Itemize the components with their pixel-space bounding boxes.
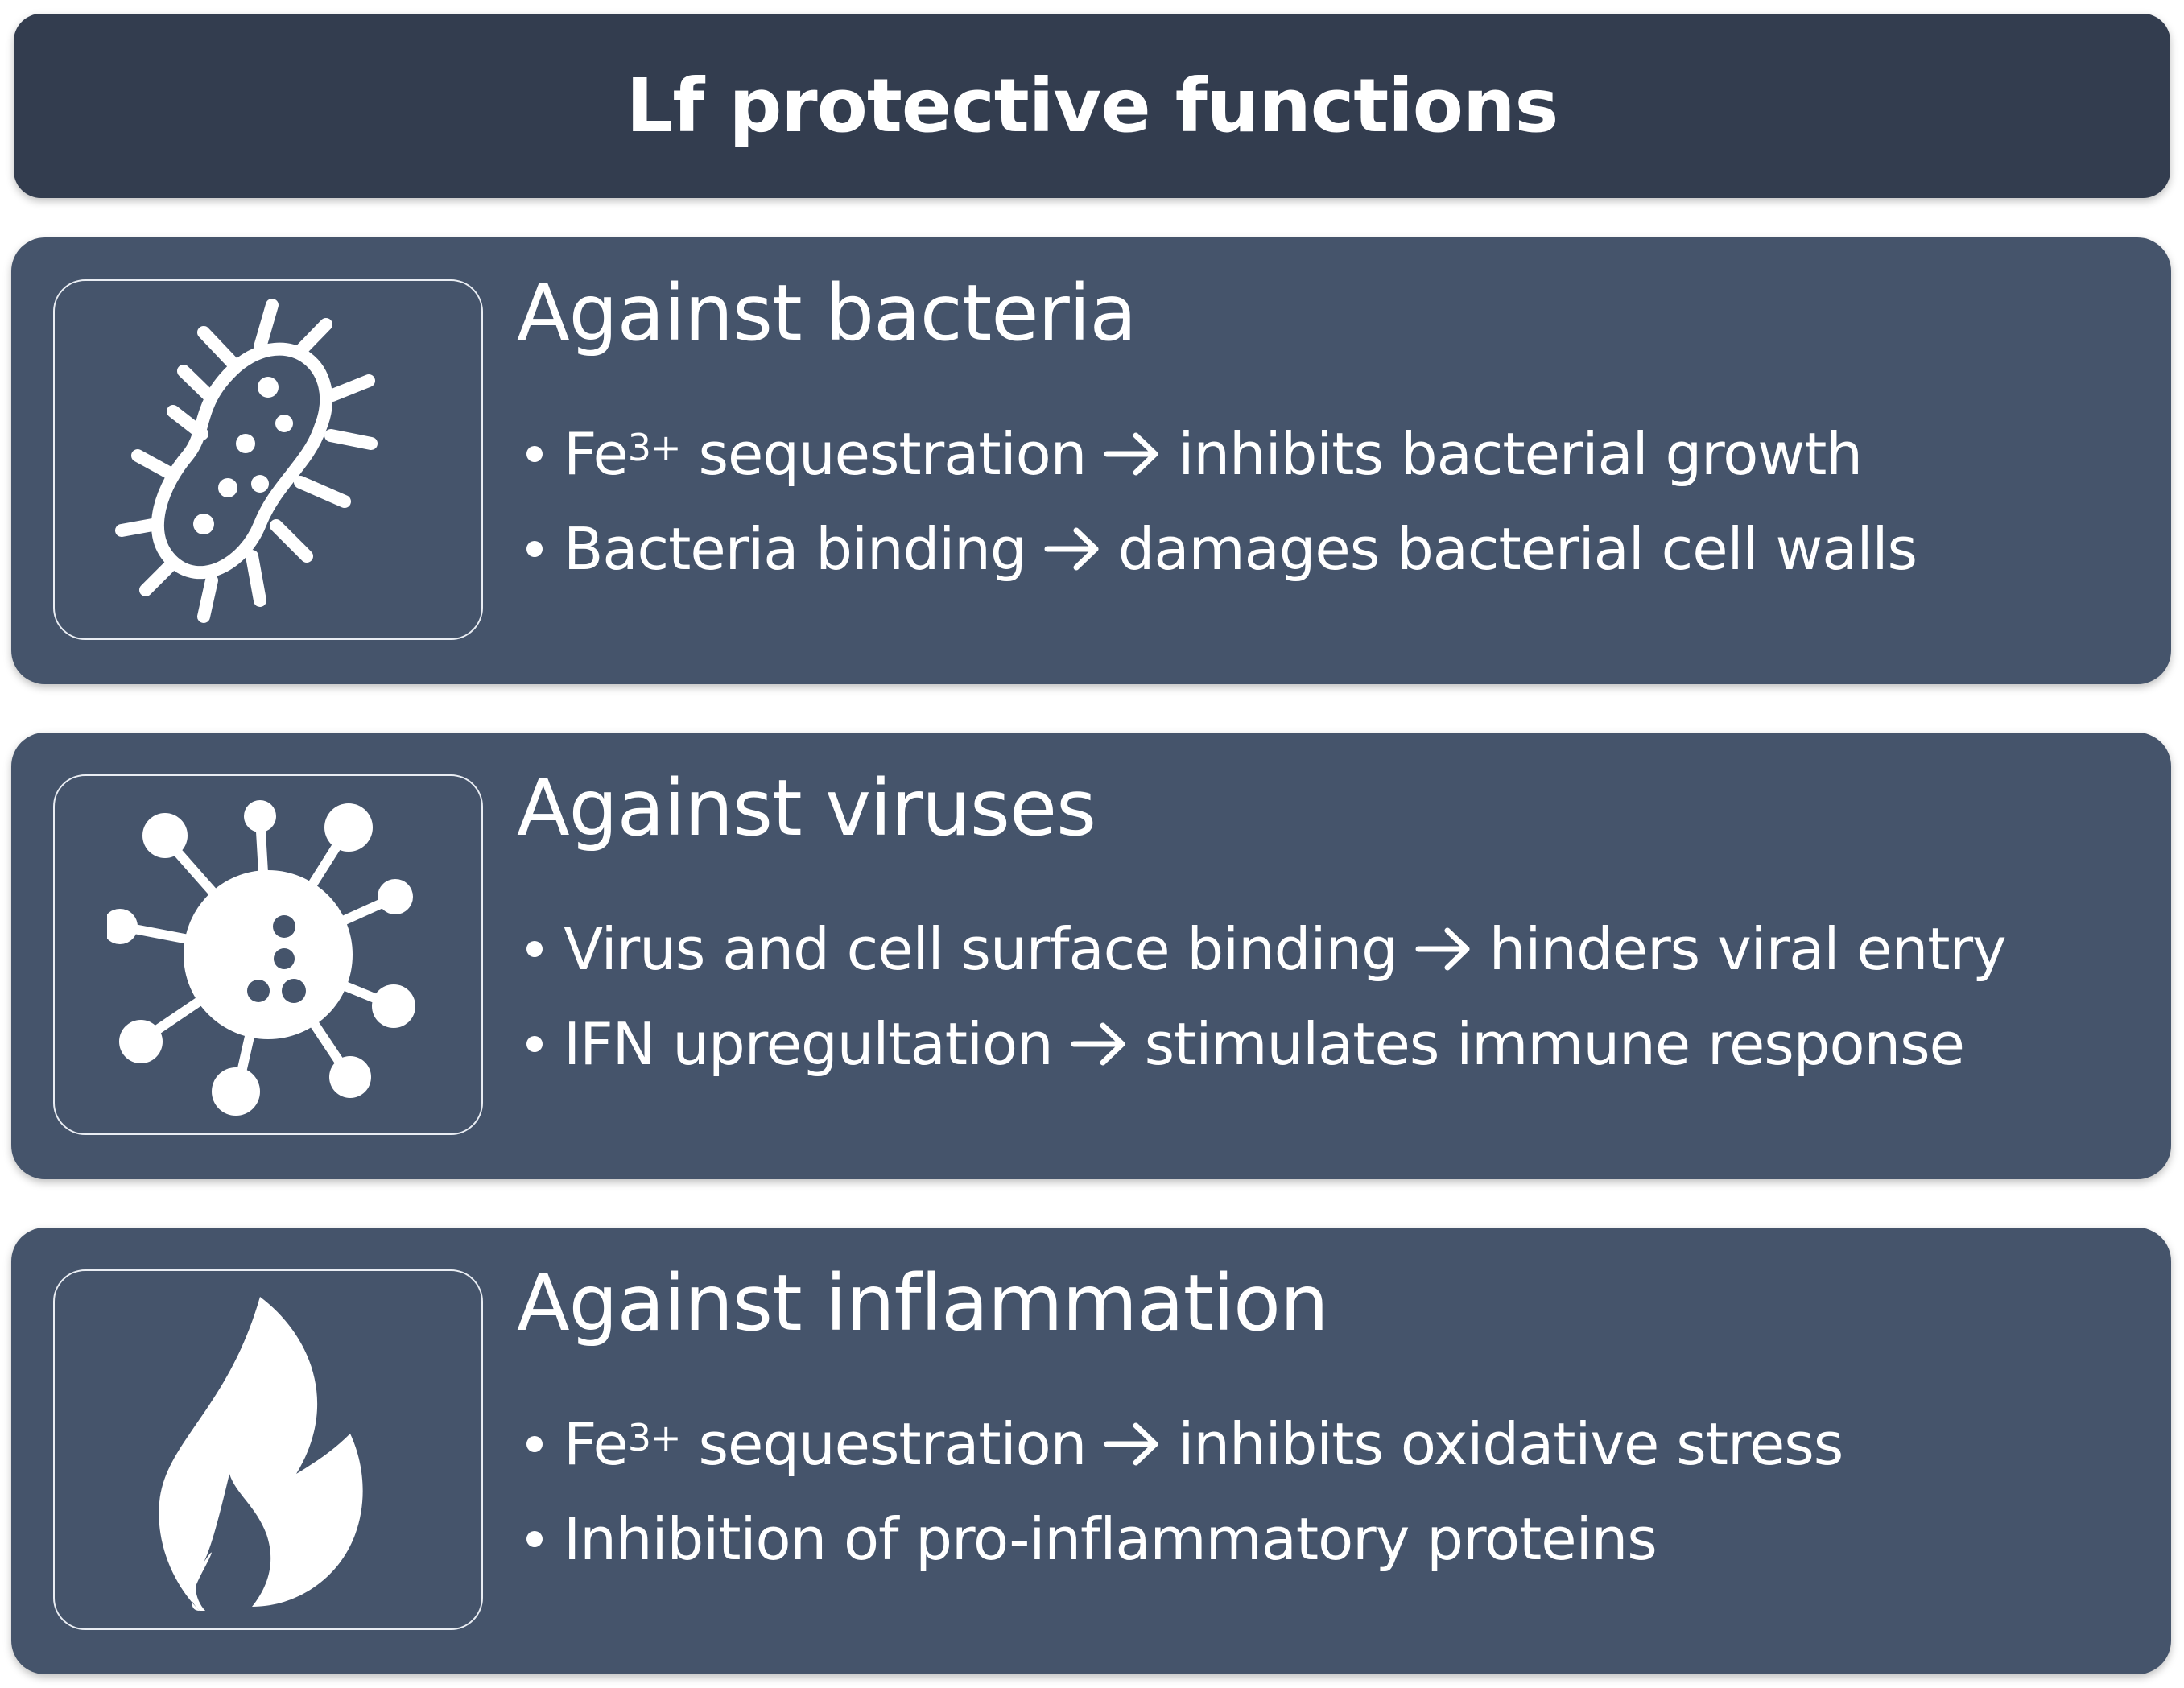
bullet-text: Inhibition of pro-inflammatory proteins	[564, 1505, 1658, 1573]
bacterium-icon	[115, 299, 378, 623]
bullet-text: Bacteria binding	[564, 515, 1027, 583]
page-title: Lf protective functions	[625, 63, 1559, 149]
virus-icon	[107, 800, 415, 1116]
bullet-text: Fe	[564, 1410, 629, 1478]
bullet-icon	[526, 446, 543, 462]
bullet-icon	[526, 941, 543, 957]
bullet-result: stimulates immune response	[1144, 1010, 1965, 1078]
arrow-right-icon	[1104, 432, 1158, 476]
flame-icon	[159, 1297, 363, 1611]
list-item: Virus and cell surface binding hinders v…	[526, 902, 2007, 997]
panel-viruses: Against viruses Virus and cell surface b…	[11, 733, 2171, 1179]
bullet-result: inhibits oxidative stress	[1178, 1410, 1843, 1478]
list-item: IFN upregultation stimulates immune resp…	[526, 997, 2006, 1092]
bullet-result: damages bacterial cell walls	[1117, 515, 1918, 583]
bullet-list: Virus and cell surface binding hinders v…	[526, 902, 2007, 1092]
arrow-right-icon	[1071, 1022, 1125, 1066]
icon-frame	[53, 1269, 483, 1630]
bullet-text: Fe	[564, 420, 629, 488]
bullet-icon	[526, 1436, 543, 1452]
panel-title: Against inflammation	[517, 1258, 1329, 1348]
bullet-text: Virus and cell surface binding	[564, 915, 1398, 983]
panel-title: Against viruses	[517, 763, 1096, 853]
icon-frame	[53, 774, 483, 1135]
arrow-right-icon	[1415, 927, 1470, 971]
bullet-text-cont: sequestration	[680, 1410, 1087, 1478]
bullet-icon	[526, 541, 543, 557]
bullet-result: hinders viral entry	[1488, 915, 2007, 983]
bullet-text: IFN upregultation	[564, 1010, 1054, 1078]
panel-title: Against bacteria	[517, 268, 1137, 358]
bullet-icon	[526, 1036, 543, 1052]
icon-frame	[53, 279, 483, 640]
arrow-right-icon	[1044, 527, 1099, 571]
bullet-result: inhibits bacterial growth	[1178, 420, 1863, 488]
list-item: Bacteria binding damages bacterial cell …	[526, 501, 1918, 596]
list-item: Inhibition of pro-inflammatory proteins	[526, 1492, 1843, 1587]
bullet-icon	[526, 1531, 543, 1547]
title-banner: Lf protective functions	[14, 14, 2170, 198]
arrow-right-icon	[1104, 1422, 1158, 1466]
bullet-text-cont: sequestration	[680, 420, 1087, 488]
